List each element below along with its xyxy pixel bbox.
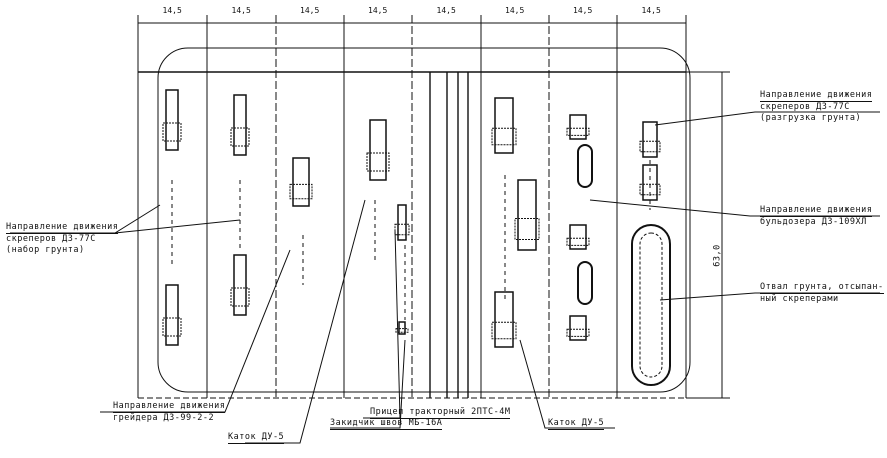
column-width-label: 14,5 [641, 6, 661, 15]
scraper [162, 89, 182, 151]
label-scraper-loading: Направление движения скреперов ДЗ-77С (н… [6, 222, 119, 256]
scraper [639, 121, 661, 158]
compacted-strips [429, 72, 469, 398]
bulldozer [566, 315, 590, 341]
leader-lines [10, 111, 880, 444]
label-line: (набор грунта) [6, 245, 85, 255]
label-line: Направление движения [760, 205, 873, 217]
trailer [394, 204, 410, 241]
label-tractor-trailer: Прицеп тракторный 2ПТС-4М [370, 407, 511, 419]
label-roller-left: Каток ДУ-5 [228, 432, 285, 444]
label-line: бульдозера ДЗ-109ХЛ [760, 217, 867, 227]
column-width-label: 14,5 [162, 6, 182, 15]
label-scraper-unloading: Направление движения скреперов ДЗ-77С (р… [760, 90, 873, 124]
bulldozer-path [577, 144, 593, 188]
label-line: скреперов ДЗ-77С [760, 102, 850, 112]
roller [491, 291, 517, 348]
label-line: (разгрузка грунта) [760, 113, 862, 123]
label-line: Направление движения [6, 222, 119, 234]
roller [491, 97, 517, 154]
column-width-label: 14,5 [368, 6, 388, 15]
column-width-label: 14,5 [436, 6, 456, 15]
tractor [366, 119, 390, 181]
bulldozer [566, 224, 590, 250]
traffic-route [157, 47, 691, 393]
column-width-label: 14,5 [505, 6, 525, 15]
label-line: Направление движения [760, 90, 873, 102]
scraper [162, 284, 182, 346]
grader [289, 157, 313, 207]
column-width-label: 14,5 [573, 6, 593, 15]
label-grader: Направление движения грейдера ДЗ-99-2-2 [113, 401, 226, 424]
height-dimension-label: 63,0 [712, 244, 723, 267]
bulldozer [566, 114, 590, 140]
direction-arrows [171, 160, 651, 320]
label-tamper: Закидчик швов МБ-16А [330, 418, 443, 430]
roller [514, 179, 540, 251]
scraper [230, 94, 250, 156]
label-line: Направление движения [113, 401, 226, 413]
scraper [230, 254, 250, 316]
spoil-heap [631, 224, 671, 386]
label-line: грейдера ДЗ-99-2-2 [113, 413, 215, 423]
label-line: скреперов ДЗ-77С [6, 234, 96, 244]
label-line: Отвал грунта, отсыпан- [760, 282, 884, 294]
label-bulldozer: Направление движения бульдозера ДЗ-109ХЛ [760, 205, 873, 228]
label-roller-right: Каток ДУ-5 [548, 418, 605, 430]
column-width-label: 14,5 [300, 6, 320, 15]
label-line: ный скреперами [760, 294, 839, 304]
tamper [395, 321, 409, 335]
label-spoil: Отвал грунта, отсыпан- ный скреперами [760, 282, 884, 305]
bulldozer-path [577, 261, 593, 305]
spoil-heap-inner [639, 232, 663, 378]
column-width-label: 14,5 [231, 6, 251, 15]
